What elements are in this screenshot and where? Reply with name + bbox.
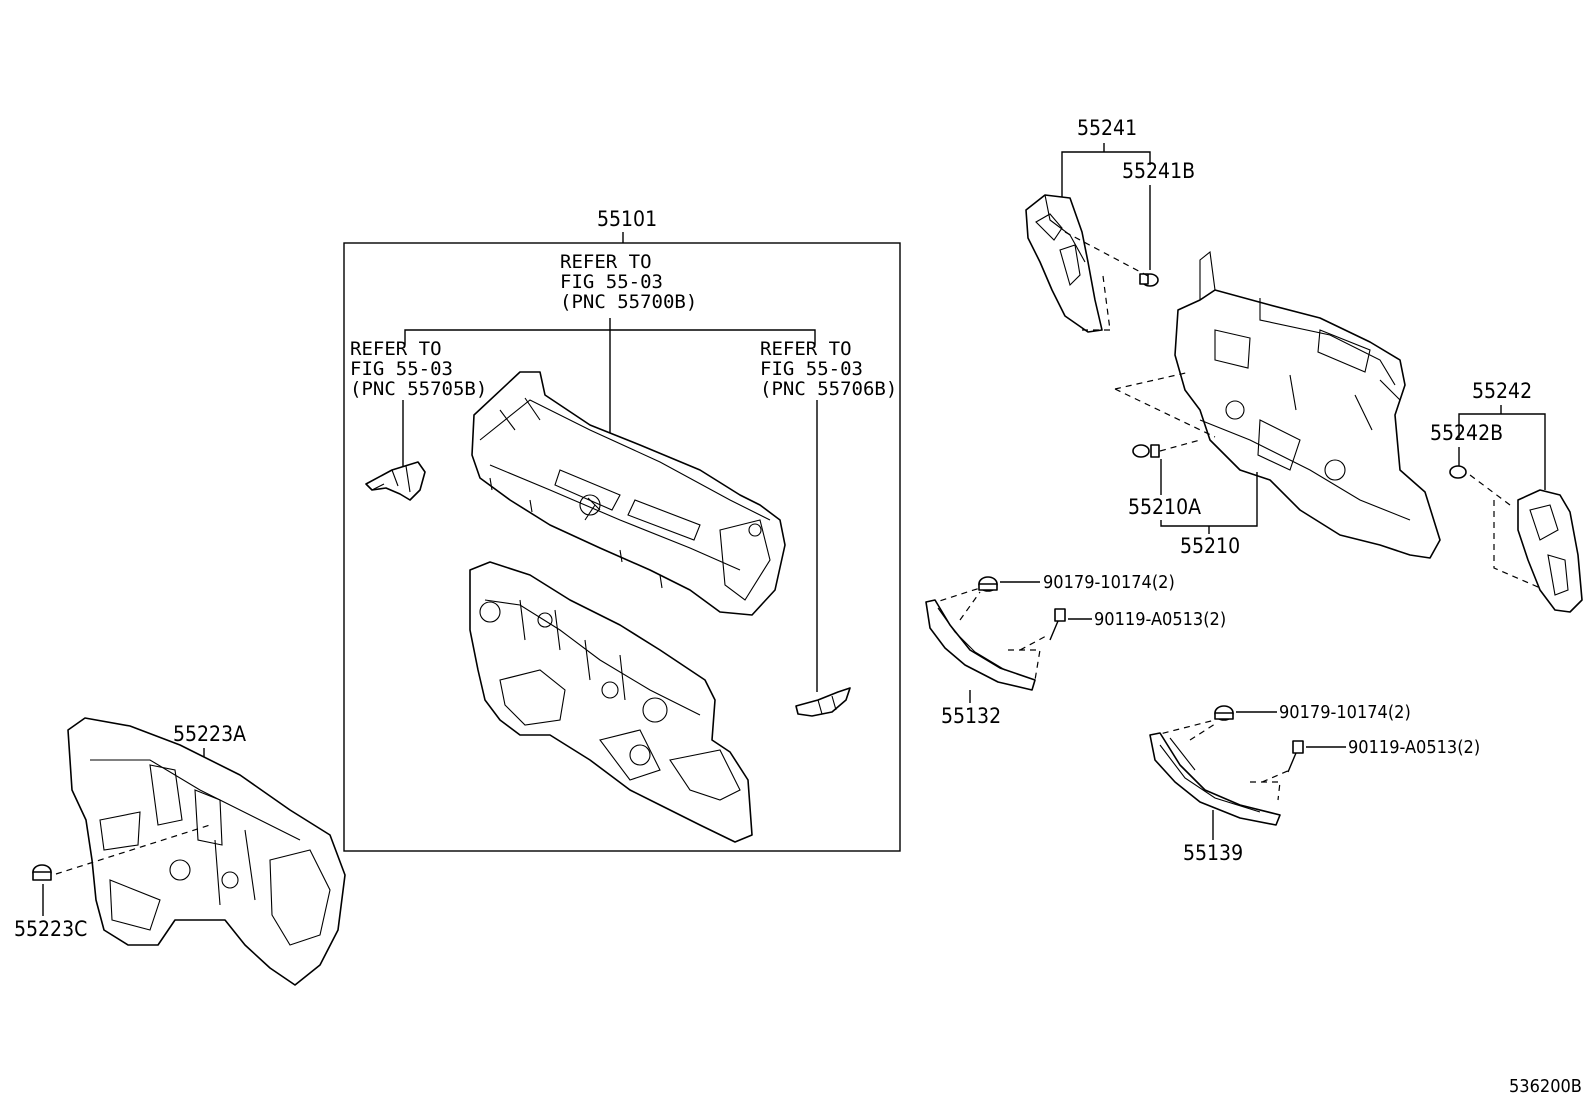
part-number-90119-A0513-a[interactable]: 90119-A0513(2) xyxy=(1094,609,1226,630)
shield-55132-drawing xyxy=(925,599,1036,691)
part-number-55241B[interactable]: 55241B xyxy=(1122,159,1195,183)
bracket-55242-drawing xyxy=(1517,489,1583,613)
part-number-90179-10174-a[interactable]: 90179-10174(2) xyxy=(1043,572,1175,593)
dash-panel-drawing xyxy=(469,561,753,843)
bracket-55706b-drawing xyxy=(795,687,851,717)
group-55242: 55242 55242B xyxy=(1430,379,1583,613)
group-55210: 55210A 55210 xyxy=(1114,250,1441,559)
refer-left-line1: REFER TO xyxy=(350,338,442,360)
group-55223: 55223A 55223C xyxy=(14,717,346,986)
refer-right-line3[interactable]: (PNC 55706B) xyxy=(760,378,897,400)
refer-right-line2: FIG 55-03 xyxy=(760,358,863,380)
refer-center-line1: REFER TO xyxy=(560,251,652,273)
bolt-55241B-drawing xyxy=(1139,273,1159,287)
refer-right-line1: REFER TO xyxy=(760,338,852,360)
part-number-55223C[interactable]: 55223C xyxy=(14,917,87,941)
group-55132: 90179-10174(2) 90119-A0513(2) 55132 xyxy=(925,572,1226,728)
part-number-55139[interactable]: 55139 xyxy=(1183,841,1243,865)
part-number-55242[interactable]: 55242 xyxy=(1472,379,1532,403)
part-number-90119-A0513-b[interactable]: 90119-A0513(2) xyxy=(1348,737,1480,758)
clip-90179-1-drawing xyxy=(978,576,998,592)
part-number-55242B[interactable]: 55242B xyxy=(1430,421,1503,445)
part-number-55210[interactable]: 55210 xyxy=(1180,534,1240,558)
bolt-55242B-drawing xyxy=(1449,465,1467,479)
part-number-55101[interactable]: 55101 xyxy=(597,207,657,231)
clip-55223C-drawing xyxy=(32,864,52,881)
assembly-box xyxy=(343,242,901,852)
screw-90119-1-drawing xyxy=(1049,608,1066,641)
refer-left-line2: FIG 55-03 xyxy=(350,358,453,380)
part-number-90179-10174-b[interactable]: 90179-10174(2) xyxy=(1279,702,1411,723)
group-55139: 90179-10174(2) 90119-A0513(2) 55139 xyxy=(1149,702,1480,865)
refer-left-line3[interactable]: (PNC 55705B) xyxy=(350,378,487,400)
refer-center-line3[interactable]: (PNC 55700B) xyxy=(560,291,697,313)
part-number-55223A[interactable]: 55223A xyxy=(173,722,246,746)
group-55241: 55241 55241B xyxy=(1025,116,1195,333)
dash-silencer-55223-drawing xyxy=(67,717,346,986)
clip-90179-2-drawing xyxy=(1214,705,1234,721)
part-number-55132[interactable]: 55132 xyxy=(941,704,1001,728)
group-55101: 55101 REFER TO FIG 55-03 (PNC 55700B) RE… xyxy=(343,207,901,852)
part-number-55241[interactable]: 55241 xyxy=(1077,116,1137,140)
figure-code: 536200B xyxy=(1509,1076,1582,1097)
refer-center-line2: FIG 55-03 xyxy=(560,271,663,293)
shield-55139-drawing xyxy=(1149,732,1281,826)
dash-silencer-55210-drawing xyxy=(1174,250,1441,559)
cowl-top-panel-drawing xyxy=(471,371,786,616)
clip-55210A-drawing xyxy=(1132,444,1160,458)
bracket-55705b-drawing xyxy=(365,461,426,501)
bracket-55241-drawing xyxy=(1025,194,1103,333)
part-number-55210A[interactable]: 55210A xyxy=(1128,495,1201,519)
screw-90119-2-drawing xyxy=(1287,740,1304,773)
